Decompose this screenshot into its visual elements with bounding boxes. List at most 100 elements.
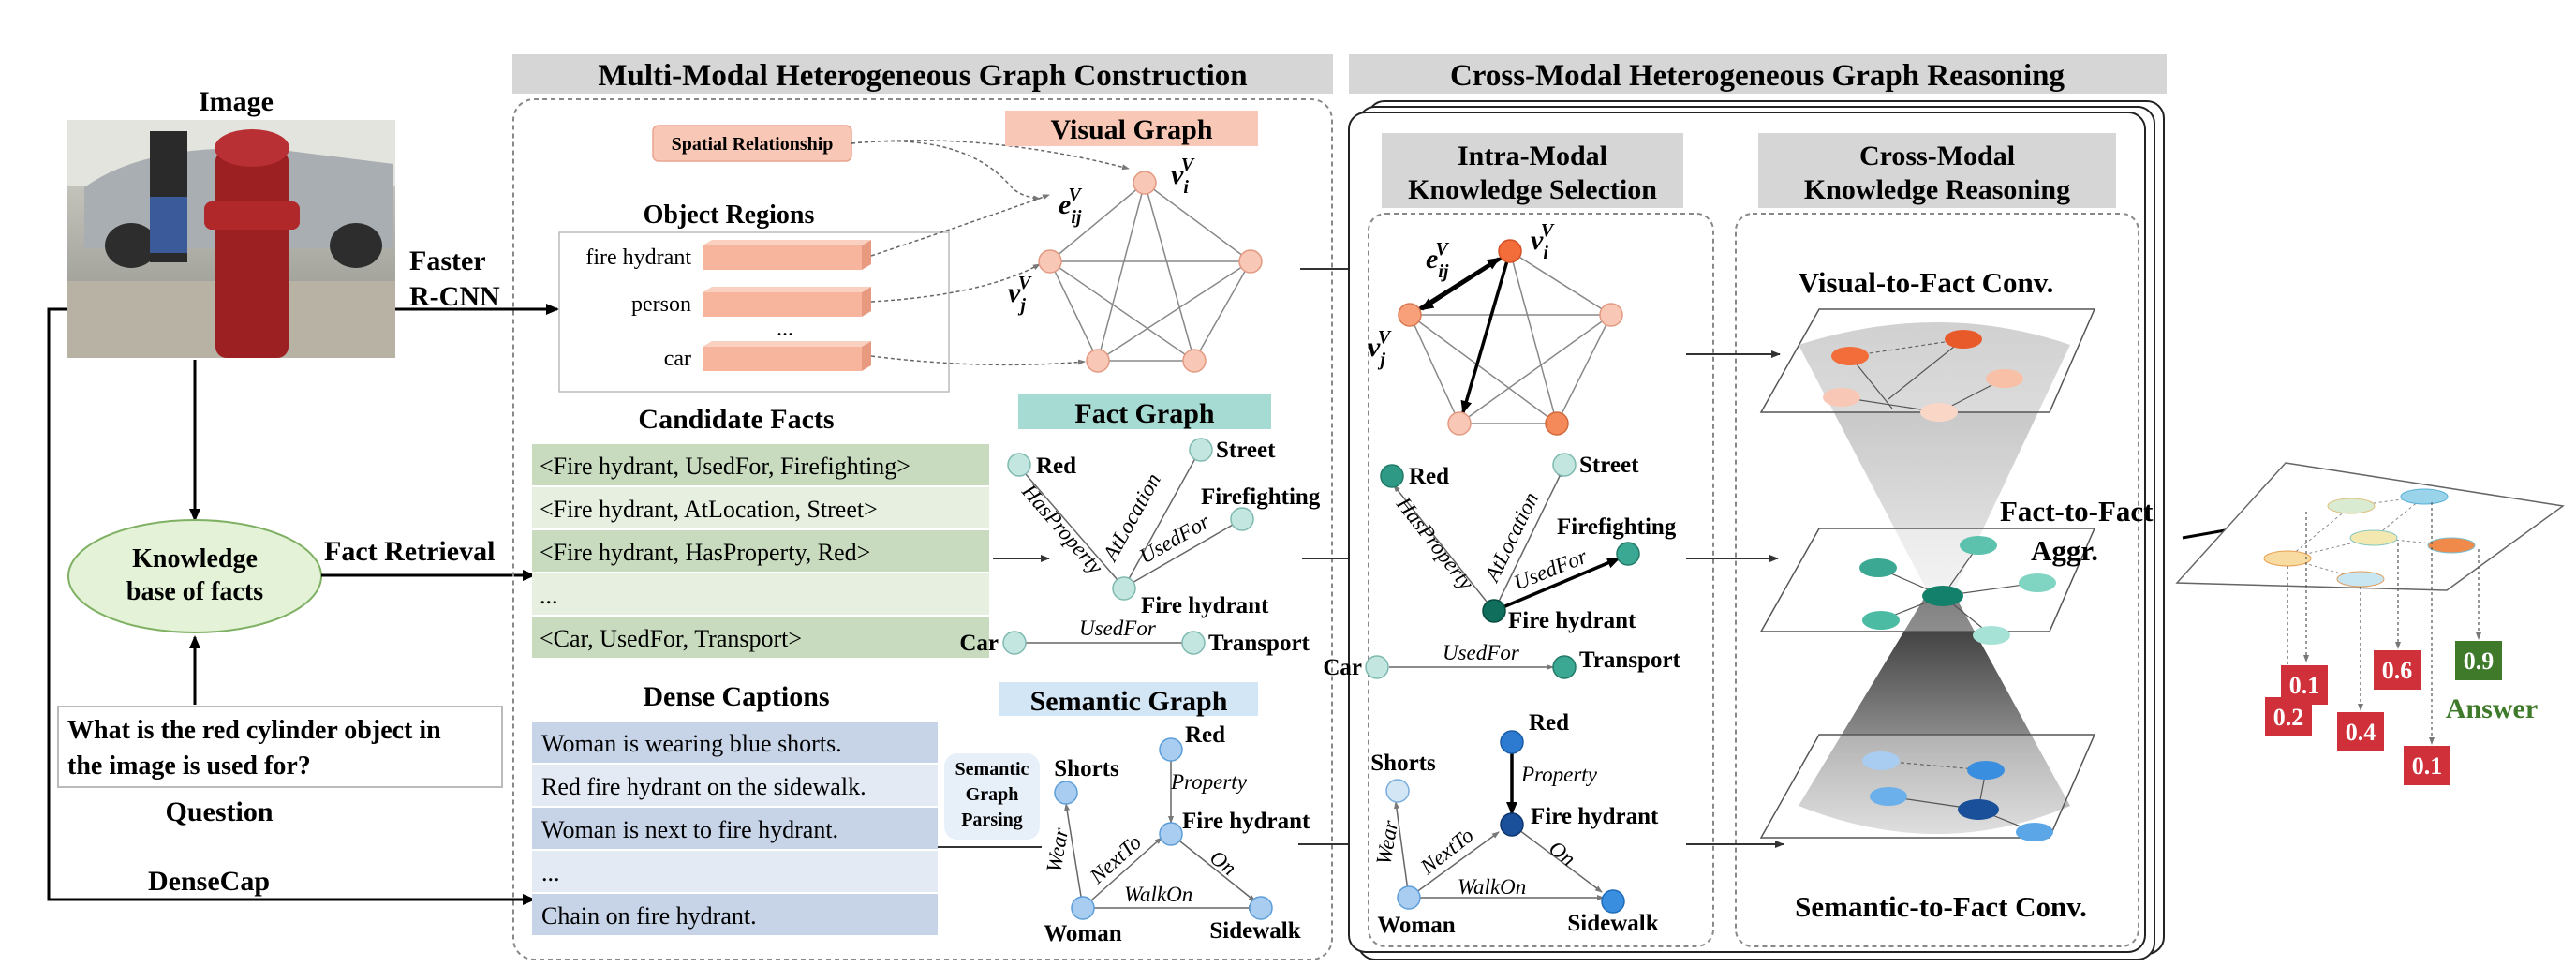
dense-captions-list: Woman is wearing blue shorts. Red fire h… (532, 722, 938, 935)
sem-shorts-label: Shorts (1054, 756, 1119, 781)
intra-fact-graph (1365, 453, 1640, 679)
fact-street-label: Street (1216, 438, 1276, 463)
reasoning-header-bg (1349, 54, 2167, 94)
question-line1: What is the red cylinder object in (67, 716, 441, 745)
output-graph (2175, 462, 2565, 745)
fact-graph-title: Fact Graph (1074, 398, 1214, 429)
intra-fact-fire-hydrant-label: Fire hydrant (1508, 608, 1636, 633)
region-car: car (664, 347, 691, 371)
image-label: Image (199, 86, 274, 117)
sem-on-label: On (1206, 845, 1241, 880)
intra-sem-shorts-label: Shorts (1370, 751, 1436, 776)
fact-hasproperty-label: HasProperty (1017, 479, 1108, 579)
candidate-facts-title: Candidate Facts (638, 404, 834, 435)
visual-graph (1038, 171, 1263, 373)
spatial-relationship-label: Spatial Relationship (672, 134, 834, 155)
caption-row-3: Woman is next to fire hydrant. (541, 816, 838, 843)
score-value-4: 0.6 (2382, 657, 2413, 684)
caption-row-5: Chain on fire hydrant. (541, 902, 757, 930)
sem-sidewalk-label: Sidewalk (1209, 918, 1300, 944)
visual-graph-title-bg (1005, 111, 1258, 146)
visual-node-j-label: vjV (1008, 273, 1032, 316)
fact-car-usedfor-label: UsedFor (1079, 617, 1157, 640)
semantic-graph-title-bg (999, 682, 1258, 716)
intra-sem-property-label: Property (1520, 763, 1598, 786)
spatial-to-node-arrow (851, 140, 1130, 171)
intra-fact-car-usedfor-label: UsedFor (1443, 641, 1520, 664)
intra-node-i-label: viV (1531, 220, 1555, 263)
faster-rcnn-line1: Faster (409, 245, 486, 276)
fact-retrieval-label: Fact Retrieval (324, 536, 495, 567)
fact-graph (1002, 438, 1254, 655)
intra-sem-woman-label: Woman (1377, 913, 1455, 938)
region-to-node-arrow-2 (870, 263, 1041, 303)
sem-walkon-label: WalkOn (1124, 883, 1192, 906)
semantic-parsing-box (944, 753, 1040, 840)
input-photo (67, 120, 395, 358)
intra-sem-red-label: Red (1529, 710, 1569, 736)
sem-property-label: Property (1170, 770, 1248, 794)
intra-edge-label: eijV (1426, 239, 1449, 282)
sem-fire-hydrant-label: Fire hydrant (1182, 809, 1310, 834)
question-box (57, 706, 503, 788)
kb-line2: base of facts (126, 577, 263, 606)
question-line2: the image is used for? (67, 751, 311, 781)
densecap-label: DenseCap (148, 866, 270, 897)
knowledge-base-ellipse (67, 519, 322, 633)
semantic-graph (1054, 737, 1273, 920)
cross-modal-panel (1735, 213, 2139, 947)
intra-sem-sidewalk-label: Sidewalk (1567, 911, 1658, 936)
intra-fact-firefighting-label: Firefighting (1557, 514, 1677, 540)
fact-to-fact-line2: Aggr. (2031, 534, 2098, 567)
densecap-arrow (47, 307, 536, 905)
fact-red-label: Red (1036, 454, 1076, 479)
score-box-3 (2337, 712, 2384, 751)
visual-to-fact-label: Visual-to-Fact Conv. (1799, 266, 2054, 299)
reasoning-header: Cross-Modal Heterogeneous Graph Reasonin… (1450, 59, 2065, 93)
intra-modal-line2: Knowledge Selection (1408, 174, 1657, 205)
score-box-answer (2455, 641, 2502, 680)
fact-usedfor-label: UsedFor (1135, 509, 1214, 568)
intra-node-j-label: vjV (1368, 327, 1392, 370)
caption-row-4: ... (541, 859, 560, 886)
semantic-graph-title: Semantic Graph (1030, 686, 1228, 717)
intra-fact-transport-label: Transport (1579, 647, 1681, 673)
intra-visual-graph (1398, 239, 1623, 436)
cross-modal-hourglass (1759, 308, 2096, 841)
region-fire-hydrant: fire hydrant (585, 245, 691, 270)
semantic-parsing-line3: Parsing (961, 810, 1023, 830)
candidate-facts-list: <Fire hydrant, UsedFor, Firefighting> <F… (532, 444, 989, 658)
region-ellipsis: ... (777, 317, 793, 341)
cross-modal-line2: Knowledge Reasoning (1804, 174, 2070, 205)
fact-graph-title-bg (1018, 394, 1271, 429)
intra-modal-line1: Intra-Modal (1458, 141, 1607, 171)
fact-car-label: Car (959, 631, 999, 656)
score-value-3: 0.4 (2346, 719, 2376, 746)
fact-to-fact-line1: Fact-to-Fact (2000, 495, 2154, 528)
fact-row-2: <Fire hydrant, AtLocation, Street> (540, 496, 878, 523)
intra-fact-car-label: Car (1323, 655, 1362, 680)
intra-semantic-graph (1385, 730, 1625, 914)
faster-rcnn-line2: R-CNN (409, 281, 500, 312)
sem-wear-label: Wear (1042, 826, 1073, 874)
region-to-node-arrow-1 (870, 194, 1050, 257)
construction-header-bg (512, 54, 1333, 94)
score-box-5 (2404, 746, 2450, 785)
region-person: person (631, 292, 691, 317)
fact-row-1: <Fire hydrant, UsedFor, Firefighting> (540, 453, 910, 480)
score-value-1: 0.2 (2273, 704, 2304, 731)
region-to-node-arrow-3 (870, 355, 1086, 366)
question-label: Question (165, 796, 273, 827)
caption-row-1: Woman is wearing blue shorts. (541, 730, 842, 757)
fact-row-4: ... (540, 582, 558, 609)
score-box-2 (2281, 665, 2328, 705)
visual-node-i-label: viV (1171, 155, 1195, 198)
score-value-answer: 0.9 (2464, 647, 2495, 675)
semantic-parsing-line2: Graph (966, 784, 1019, 805)
answer-label: Answer (2446, 693, 2538, 724)
answer-scores: 0.2 0.1 0.4 0.6 0.1 0.9 (2265, 641, 2502, 785)
fact-row-3: <Fire hydrant, HasProperty, Red> (540, 539, 870, 566)
intra-fact-street-label: Street (1579, 453, 1639, 478)
visual-graph-title: Visual Graph (1050, 114, 1212, 145)
